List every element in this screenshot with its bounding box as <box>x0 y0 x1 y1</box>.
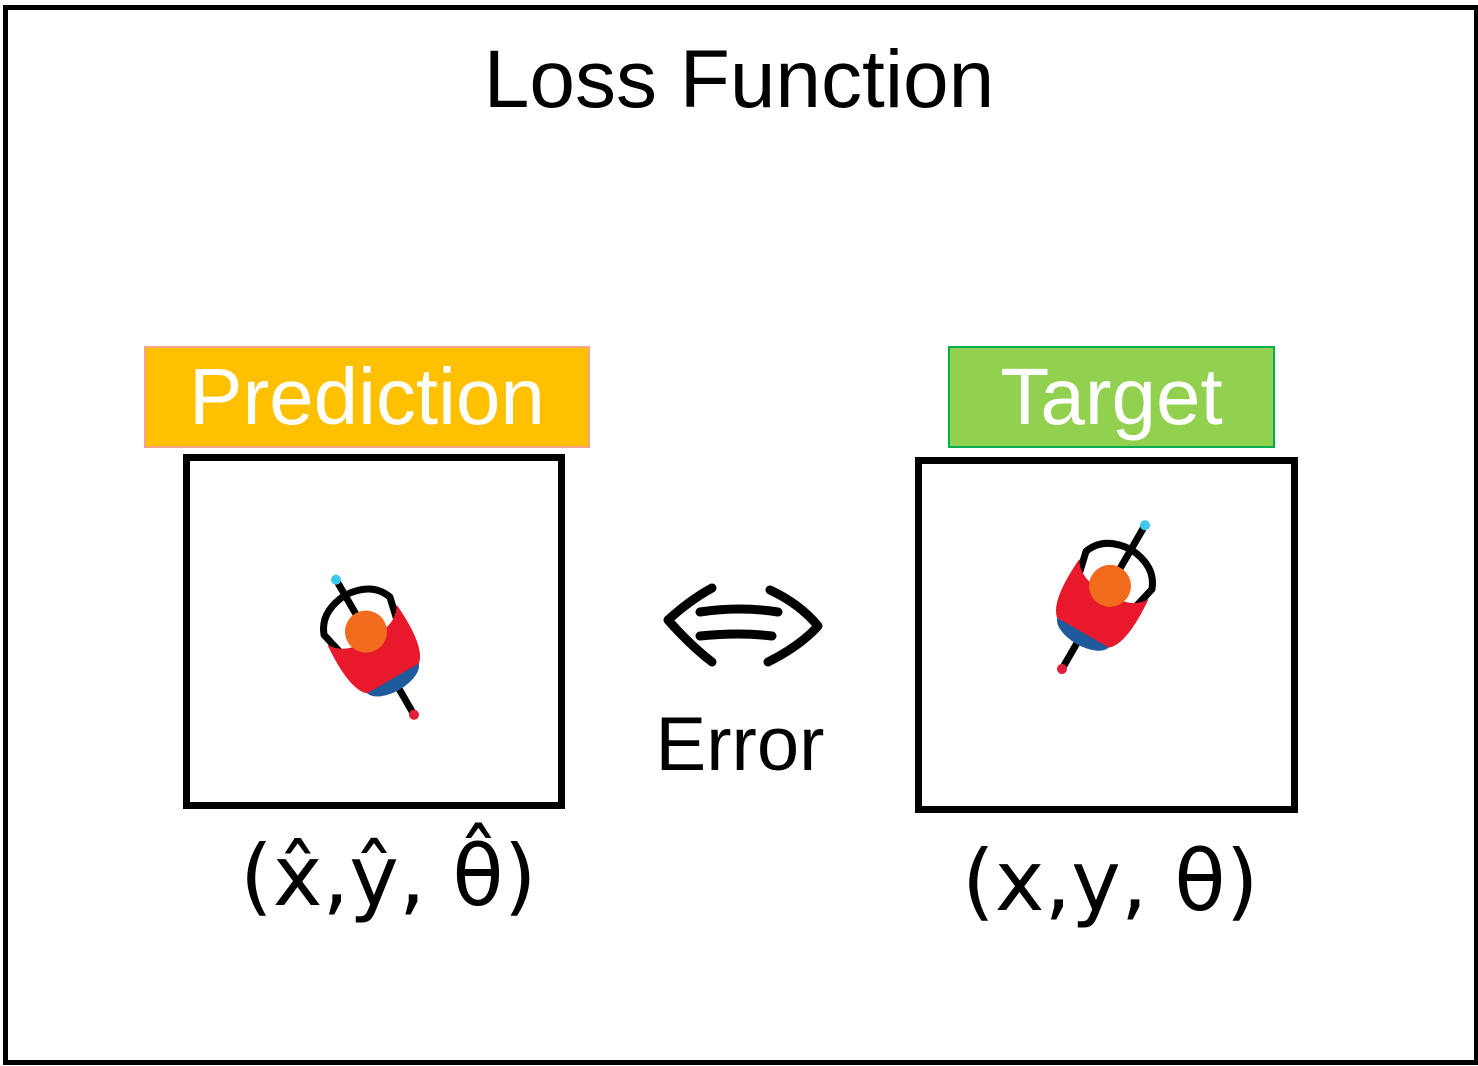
cyclist-top-view-icon <box>1056 520 1156 675</box>
prediction-formula: (x̂,ŷ, θ̂) <box>240 822 536 925</box>
error-label: Error <box>655 702 825 787</box>
cyclist-top-view-icon <box>320 574 420 720</box>
target-label: Target <box>948 346 1275 448</box>
target-formula: (x,y, θ) <box>962 832 1258 930</box>
prediction-label: Prediction <box>144 346 590 448</box>
double-arrow-icon <box>663 583 823 667</box>
diagram-title: Loss Function <box>483 34 995 125</box>
target-image-box <box>915 457 1298 813</box>
